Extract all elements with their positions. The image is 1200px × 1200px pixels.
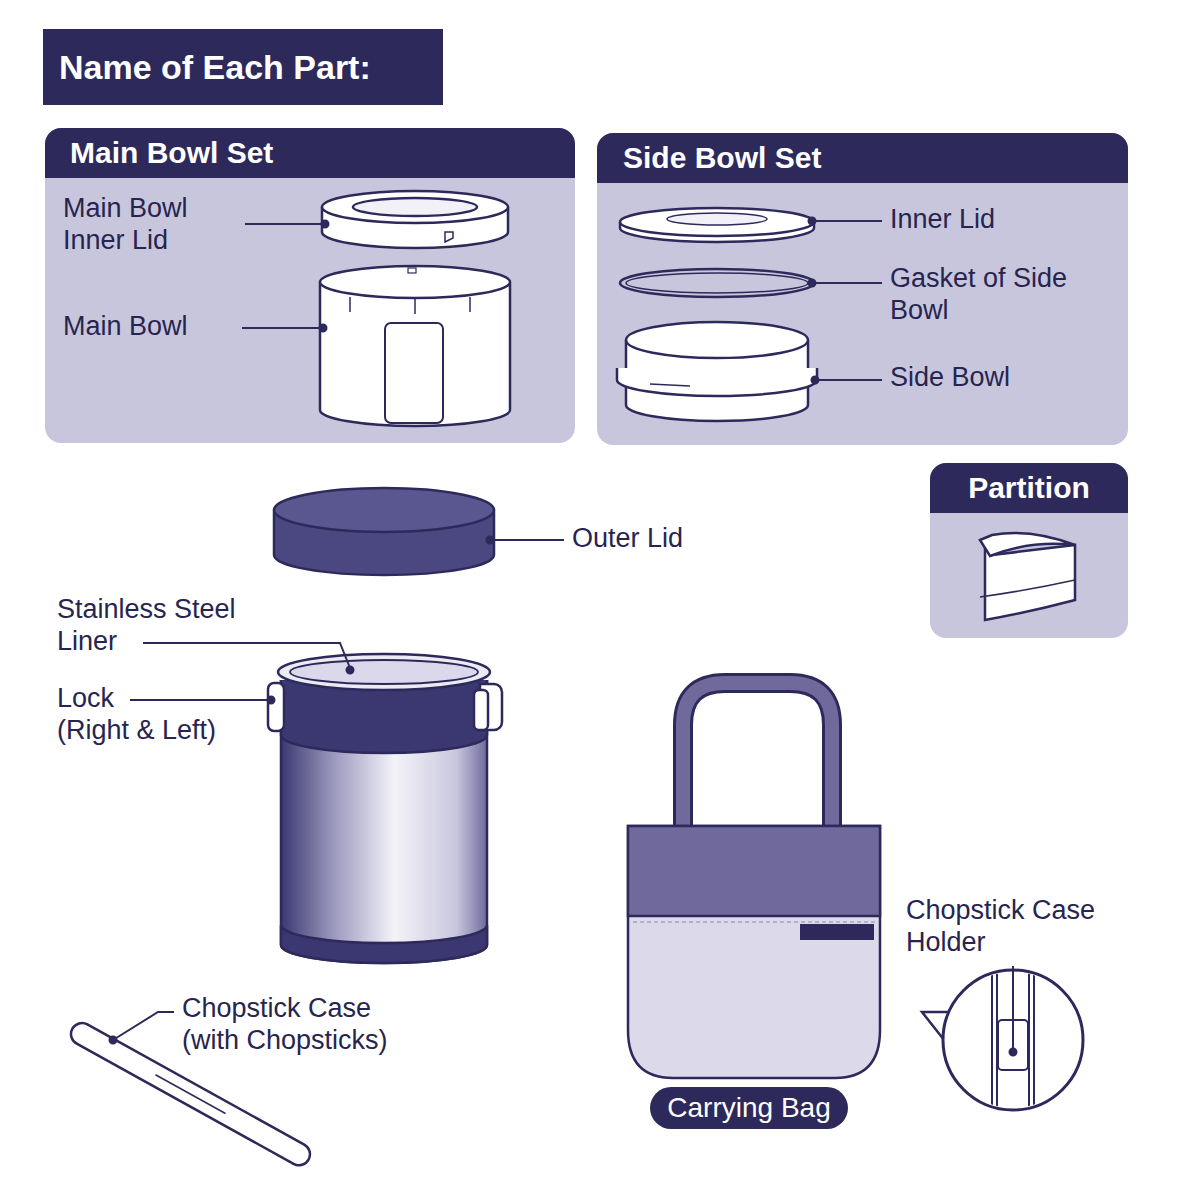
carrying-bag [628, 683, 880, 1078]
panel-heading: Partition [930, 463, 1128, 513]
side-bowl-panel [597, 133, 1128, 445]
node-text: Carrying Bag [667, 1092, 830, 1124]
part-label: Side Bowl [890, 362, 1010, 394]
part-label: Main Bowl Inner Lid [63, 193, 188, 256]
main-bowl-panel [45, 128, 575, 443]
side-inner-lid [620, 208, 814, 242]
node-text: Side Bowl Set [623, 141, 821, 175]
partition-panel [930, 463, 1128, 638]
holder-detail [922, 960, 1083, 1120]
partition-icon [980, 533, 1075, 620]
part-label: Gasket of Side Bowl [890, 263, 1067, 326]
side-bowl [617, 322, 817, 421]
part-label: Stainless Steel Liner [57, 594, 236, 657]
panel-heading: Main Bowl Set [45, 128, 575, 178]
part-label: Lock (Right & Left) [57, 683, 216, 746]
outer-lid [274, 488, 494, 575]
part-label: Chopstick Case Holder [906, 895, 1095, 958]
part-label: Chopstick Case (with Chopsticks) [182, 993, 388, 1056]
node-text: Partition [968, 471, 1090, 505]
part-label: Main Bowl [63, 311, 188, 343]
side-gasket [620, 269, 814, 297]
main-bowl-inner-lid [322, 191, 508, 248]
leader-lines [110, 218, 1017, 1056]
bag-label-pill: Carrying Bag [650, 1087, 848, 1129]
main-bowl [320, 266, 510, 426]
part-label: Inner Lid [890, 204, 995, 236]
panel-heading: Side Bowl Set [597, 133, 1128, 183]
part-label: Outer Lid [572, 523, 683, 555]
node-text: Main Bowl Set [70, 136, 273, 170]
page-title: Name of Each Part: [43, 29, 443, 105]
food-jar [268, 654, 502, 963]
